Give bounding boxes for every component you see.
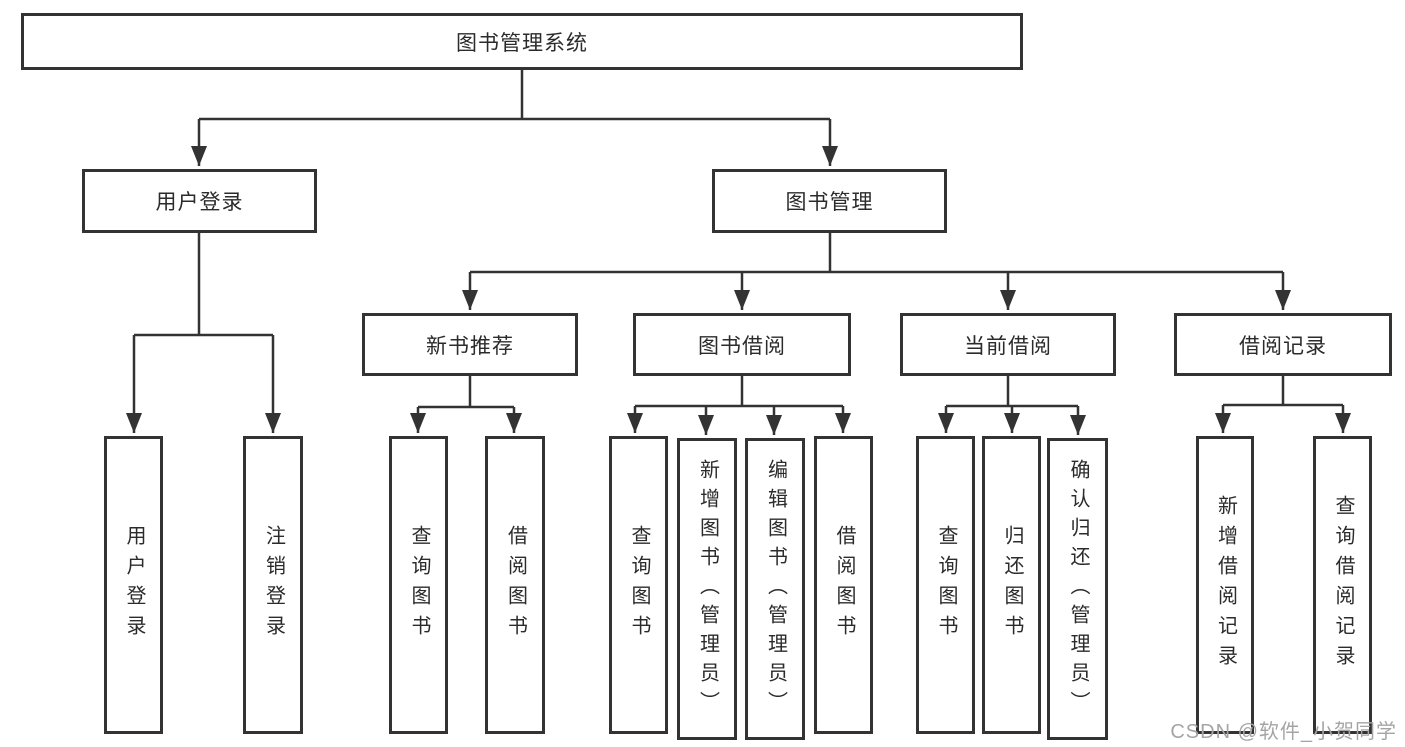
node-root-label: 图书管理系统: [456, 31, 588, 55]
node-borrowing-records-label: 借阅记录: [1239, 334, 1327, 358]
leaf-user-login-label: 用户登录: [123, 525, 145, 645]
leaf-add-book-admin-label: 新增图书（管理员）: [696, 458, 719, 720]
node-current-borrowing: 当前借阅: [900, 313, 1116, 376]
leaf-borrow-books-recommend-label: 借阅图书: [504, 525, 527, 645]
leaf-edit-book-admin-label: 编辑图书（管理员）: [764, 458, 787, 720]
leaf-query-borrow-record-label: 查询借阅记录: [1332, 495, 1354, 675]
node-book-management-module: 图书管理: [712, 169, 947, 233]
leaf-confirm-return-admin: 确认归还（管理员）: [1047, 438, 1108, 740]
leaf-edit-book-admin: 编辑图书（管理员）: [745, 438, 805, 740]
node-root: 图书管理系统: [21, 13, 1023, 70]
leaf-query-books-recommend: 查询图书: [389, 436, 448, 734]
csdn-watermark: CSDN @软件_小贺同学: [1170, 721, 1397, 743]
leaf-query-books-current: 查询图书: [916, 436, 975, 734]
node-book-borrowing: 图书借阅: [633, 313, 851, 376]
node-borrowing-records: 借阅记录: [1174, 313, 1392, 376]
node-book-management-module-label: 图书管理: [785, 191, 874, 214]
leaf-logout-label: 注销登录: [262, 525, 285, 645]
node-new-book-recommend-label: 新书推荐: [426, 334, 514, 358]
leaf-confirm-return-admin-label: 确认归还（管理员）: [1067, 458, 1089, 720]
leaf-query-books-borrowing-label: 查询图书: [628, 525, 650, 645]
leaf-logout: 注销登录: [243, 436, 303, 734]
leaf-add-book-admin: 新增图书（管理员）: [677, 438, 737, 740]
leaf-add-borrow-record-label: 新增借阅记录: [1214, 495, 1237, 675]
leaf-borrow-books-borrowing: 借阅图书: [814, 436, 873, 734]
node-new-book-recommend: 新书推荐: [362, 313, 578, 376]
leaf-user-login: 用户登录: [104, 436, 163, 734]
leaf-add-borrow-record: 新增借阅记录: [1196, 436, 1254, 734]
node-book-borrowing-label: 图书借阅: [698, 334, 786, 358]
node-current-borrowing-label: 当前借阅: [964, 334, 1052, 358]
leaf-return-books: 归还图书: [982, 436, 1041, 734]
leaf-query-books-current-label: 查询图书: [935, 525, 957, 645]
connector-arrows: [126, 119, 1351, 435]
leaf-query-books-recommend-label: 查询图书: [408, 525, 430, 645]
node-user-login-module: 用户登录: [82, 169, 317, 233]
leaf-query-books-borrowing: 查询图书: [609, 436, 668, 734]
leaf-borrow-books-recommend: 借阅图书: [485, 436, 545, 734]
leaf-query-borrow-record: 查询借阅记录: [1313, 436, 1372, 734]
leaf-borrow-books-borrowing-label: 借阅图书: [833, 525, 855, 645]
node-user-login-module-label: 用户登录: [155, 191, 244, 214]
leaf-return-books-label: 归还图书: [1001, 525, 1023, 645]
